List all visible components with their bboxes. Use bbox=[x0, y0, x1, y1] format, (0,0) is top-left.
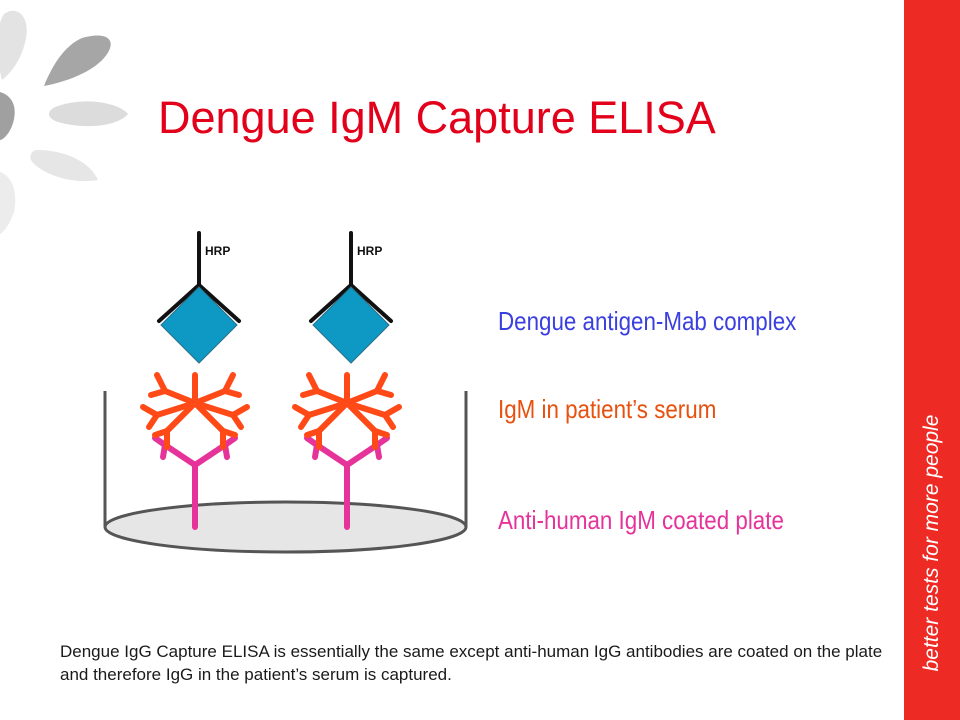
hrp-label: HRP bbox=[357, 244, 382, 258]
capture-antibody-arm bbox=[192, 442, 228, 468]
footnote-text: Dengue IgG Capture ELISA is essentially … bbox=[60, 642, 883, 684]
igm-tip bbox=[148, 388, 168, 398]
igm-tip bbox=[222, 388, 242, 398]
petal-shape bbox=[44, 35, 111, 86]
petal-shape bbox=[0, 172, 16, 234]
igm-arm bbox=[306, 400, 350, 418]
igm-arm bbox=[192, 400, 236, 418]
igm-arm bbox=[314, 388, 350, 406]
igm-pentamer bbox=[292, 372, 402, 450]
igm-tip bbox=[374, 388, 394, 398]
igm-tip bbox=[300, 388, 320, 398]
decorative-petals bbox=[0, 10, 128, 234]
igm-arm bbox=[192, 388, 228, 406]
igm-arm bbox=[316, 400, 350, 434]
page-title: Dengue IgM Capture ELISA bbox=[158, 92, 716, 143]
igm-tip bbox=[146, 412, 160, 430]
detection-antibody-arm bbox=[349, 283, 393, 323]
capture-antibody-arm bbox=[162, 442, 198, 468]
igm-arm bbox=[344, 388, 380, 406]
petal-shape bbox=[49, 101, 128, 127]
petal-shape bbox=[0, 10, 27, 80]
hrp-label: HRP bbox=[205, 244, 230, 258]
igm-tip bbox=[298, 412, 312, 430]
igm-tip bbox=[382, 412, 396, 430]
detection-antibody-arm bbox=[309, 283, 353, 323]
petal-shape bbox=[0, 92, 15, 140]
elisa-diagram: HRP bbox=[103, 231, 468, 554]
label-coated-plate: Anti-human IgM coated plate bbox=[498, 505, 784, 535]
dengue-antigen bbox=[160, 286, 238, 364]
dengue-antigen bbox=[312, 286, 390, 364]
igm-arm bbox=[344, 400, 388, 418]
label-antigen-mab-complex: Dengue antigen-Mab complex bbox=[498, 306, 797, 336]
antibody-complex-1: HRP bbox=[140, 231, 250, 530]
plate-bottom bbox=[103, 500, 468, 554]
label-igm-serum: IgM in patient’s serum bbox=[498, 394, 717, 424]
sidebar-tagline: better tests for more people bbox=[920, 414, 943, 672]
igm-arm bbox=[164, 400, 198, 434]
antibody-complex-2: HRP bbox=[292, 231, 402, 530]
igm-tip bbox=[230, 412, 244, 430]
detection-antibody bbox=[157, 231, 241, 323]
igm-arm bbox=[154, 400, 198, 418]
detection-antibody-arm bbox=[157, 283, 201, 323]
capture-antibody-arm bbox=[314, 442, 350, 468]
brand-sidebar bbox=[904, 0, 960, 720]
igm-arm bbox=[344, 400, 378, 434]
petal-shape bbox=[30, 150, 98, 182]
igm-pentamer bbox=[140, 372, 250, 450]
detection-antibody bbox=[309, 231, 393, 323]
capture-antibody-arm bbox=[344, 442, 380, 468]
igm-arm bbox=[162, 388, 198, 406]
detection-antibody-arm bbox=[197, 283, 241, 323]
igm-arm bbox=[192, 400, 226, 434]
